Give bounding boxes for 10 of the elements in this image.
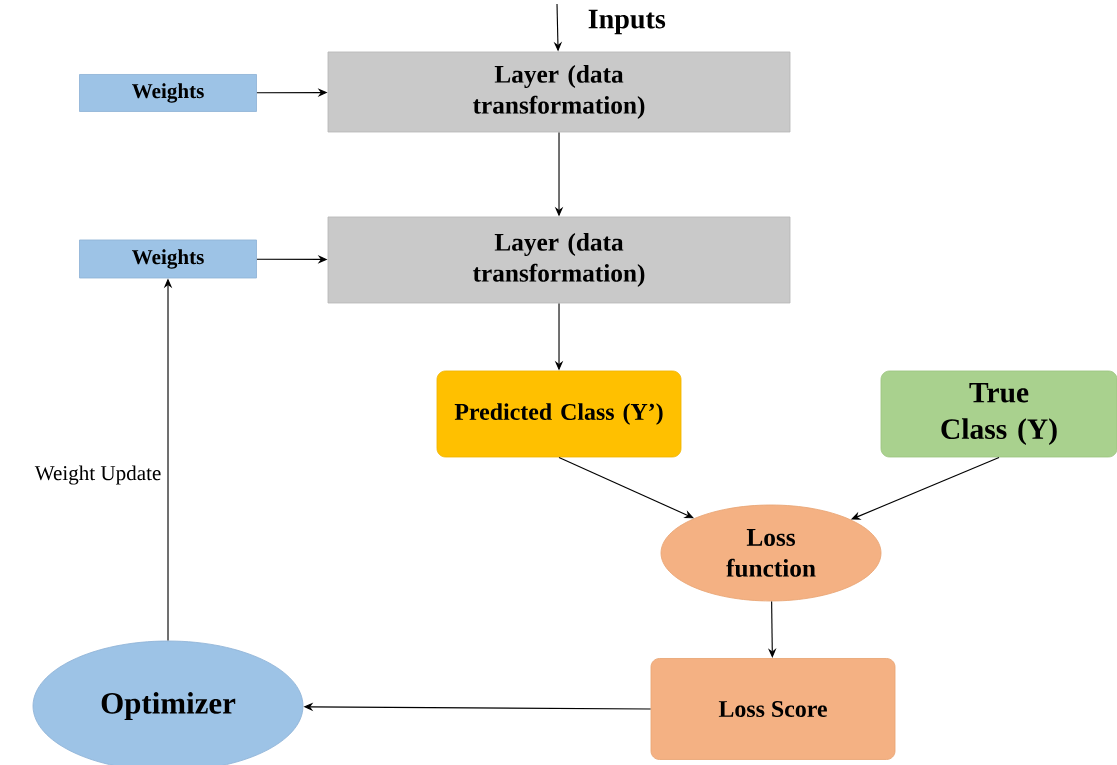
arrow bbox=[558, 456, 694, 519]
loss-score-box: Loss Score bbox=[650, 658, 896, 760]
edge-label: Weight Update bbox=[34, 465, 161, 485]
true-class-box: True Class (Y) bbox=[880, 370, 1117, 458]
predicted-class-box: Predicted Class (Y’) bbox=[436, 370, 682, 458]
layer-box: Layer (data transformation) bbox=[327, 51, 791, 133]
weights-box: Weights bbox=[79, 239, 257, 279]
edge-label: Inputs bbox=[588, 9, 666, 35]
weights-box: Weights bbox=[79, 74, 257, 112]
layer-box: Layer (data transformation) bbox=[327, 216, 791, 304]
